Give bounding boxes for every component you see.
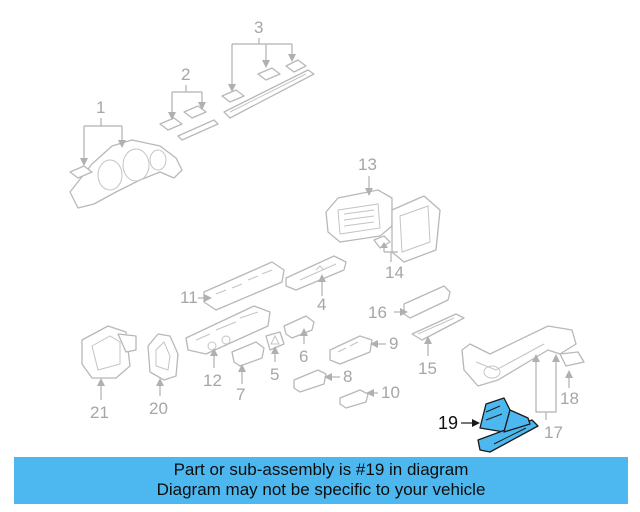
callout-9: 9 bbox=[370, 334, 398, 353]
callout-10: 10 bbox=[366, 383, 400, 402]
part-15-trim-panel bbox=[411, 313, 465, 341]
info-banner: Part or sub-assembly is #19 in diagram D… bbox=[14, 457, 628, 504]
part-2-trim-strip bbox=[159, 105, 219, 141]
svg-text:16: 16 bbox=[368, 303, 387, 322]
svg-text:13: 13 bbox=[358, 155, 377, 174]
part-16-display-cover bbox=[403, 285, 451, 319]
callout-17: 17 bbox=[532, 354, 563, 442]
callout-20: 20 bbox=[149, 378, 168, 418]
svg-text:14: 14 bbox=[385, 263, 404, 282]
part-17-dash-frame bbox=[461, 325, 585, 387]
callout-8: 8 bbox=[324, 367, 352, 386]
part-4-upper-vent bbox=[285, 255, 347, 291]
callout-1: 1 bbox=[80, 98, 126, 166]
callout-4: 4 bbox=[317, 274, 326, 314]
svg-text:17: 17 bbox=[544, 423, 563, 442]
parts-diagram: 1 2 3 13 1 bbox=[69, 18, 585, 453]
part-9-switch-assembly bbox=[329, 335, 373, 365]
svg-text:1: 1 bbox=[96, 98, 105, 117]
part-13-center-bezel bbox=[325, 189, 441, 263]
callout-16: 16 bbox=[368, 303, 408, 322]
callout-6: 6 bbox=[299, 328, 308, 366]
part-7-switch-bezel bbox=[231, 341, 265, 367]
svg-text:10: 10 bbox=[381, 383, 400, 402]
banner-line-2: Diagram may not be specific to your vehi… bbox=[156, 480, 486, 499]
svg-text:11: 11 bbox=[180, 288, 198, 307]
svg-text:8: 8 bbox=[343, 367, 352, 386]
svg-text:2: 2 bbox=[181, 65, 190, 84]
part-10-small-cover bbox=[339, 389, 369, 409]
svg-text:19: 19 bbox=[438, 413, 458, 433]
svg-text:12: 12 bbox=[203, 371, 222, 390]
svg-text:4: 4 bbox=[317, 295, 326, 314]
callout-12: 12 bbox=[203, 348, 222, 390]
svg-text:3: 3 bbox=[254, 18, 263, 37]
svg-text:21: 21 bbox=[90, 403, 109, 422]
svg-text:7: 7 bbox=[236, 385, 245, 404]
part-21-side-panel bbox=[81, 325, 137, 379]
svg-text:15: 15 bbox=[418, 359, 437, 378]
svg-text:9: 9 bbox=[389, 334, 398, 353]
part-11-switch-panel bbox=[203, 261, 285, 311]
callout-3: 3 bbox=[228, 18, 296, 92]
svg-text:18: 18 bbox=[560, 389, 579, 408]
part-6-trim-cover bbox=[283, 315, 315, 339]
part-20-end-cap bbox=[147, 333, 179, 381]
callout-2: 2 bbox=[168, 65, 206, 120]
callout-13: 13 bbox=[358, 155, 377, 196]
callout-5: 5 bbox=[270, 346, 279, 384]
part-5-hazard-switch bbox=[265, 331, 285, 351]
part-14-clip bbox=[373, 235, 391, 249]
callout-14: 14 bbox=[380, 242, 404, 282]
part-1-instrument-bezel bbox=[69, 139, 183, 209]
callout-21: 21 bbox=[90, 378, 109, 422]
part-19-highlighted bbox=[477, 397, 539, 453]
part-12-lower-switch-panel bbox=[185, 305, 271, 355]
callout-7: 7 bbox=[236, 364, 246, 404]
callout-11: 11 bbox=[180, 288, 212, 307]
callout-19: 19 bbox=[438, 413, 480, 433]
callout-18: 18 bbox=[560, 370, 579, 408]
callout-15: 15 bbox=[418, 336, 437, 378]
part-3-dash-molding bbox=[221, 59, 315, 119]
part-8-trim-piece bbox=[293, 369, 327, 393]
svg-text:20: 20 bbox=[149, 399, 168, 418]
svg-text:6: 6 bbox=[299, 347, 308, 366]
svg-text:5: 5 bbox=[270, 365, 279, 384]
banner-line-1: Part or sub-assembly is #19 in diagram bbox=[173, 460, 469, 479]
